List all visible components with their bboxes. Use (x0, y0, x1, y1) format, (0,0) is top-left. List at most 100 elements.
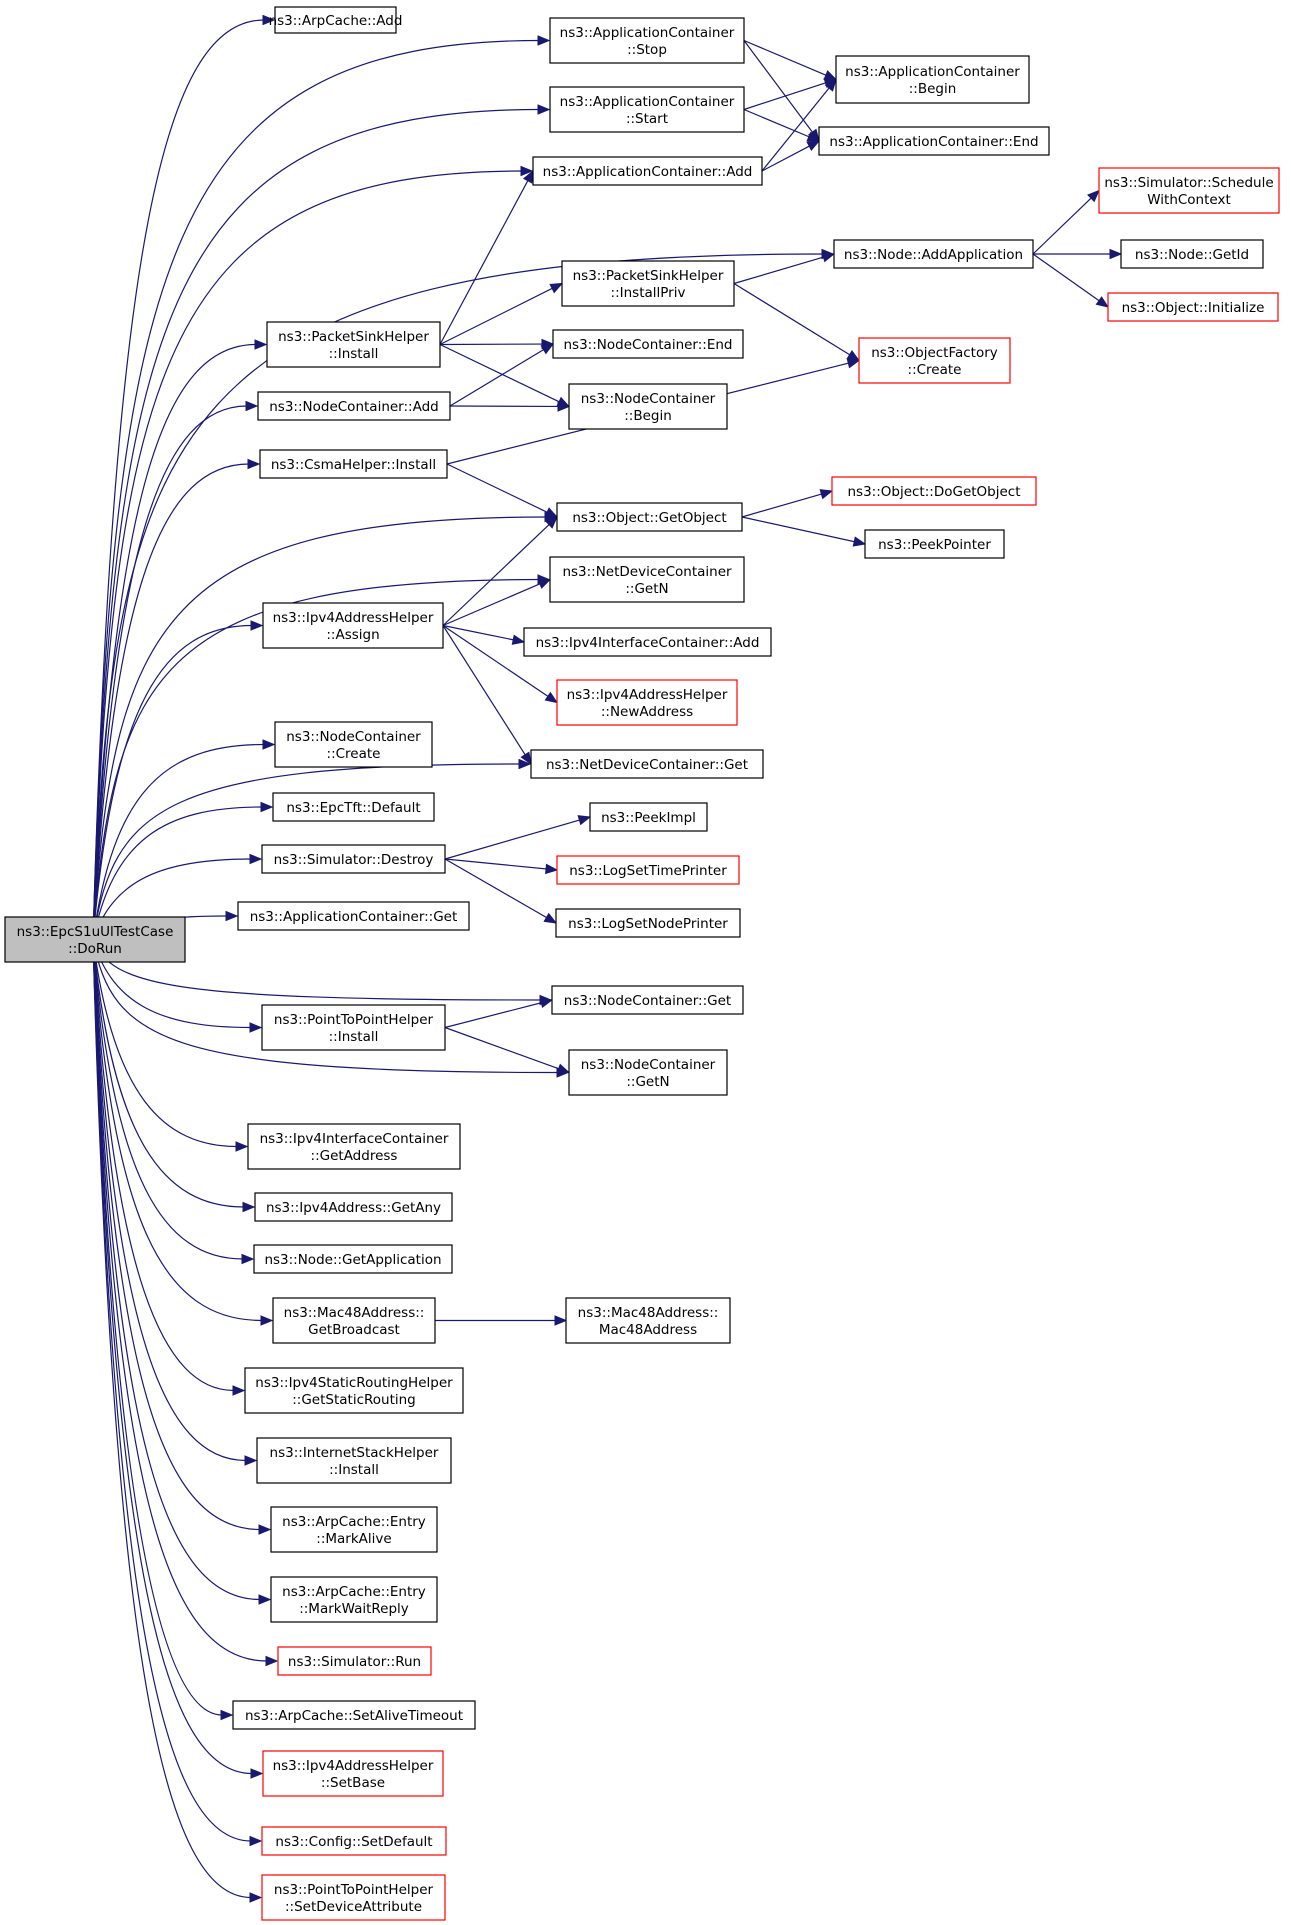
node-acStart[interactable]: ns3::ApplicationContainer::Start (549, 86, 745, 133)
node-label: ns3::Simulator::Schedule (1104, 175, 1273, 191)
node-ipv4GetAny[interactable]: ns3::Ipv4Address::GetAny (254, 1192, 453, 1222)
node-objDoGet[interactable]: ns3::Object::DoGetObject (831, 476, 1037, 506)
node-ncCreate[interactable]: ns3::NodeContainer::Create (274, 721, 433, 768)
node-nodeAddApp[interactable]: ns3::Node::AddApplication (833, 239, 1034, 269)
node-root[interactable]: ns3::EpcS1uUlTestCase::DoRun (4, 916, 186, 963)
node-logTime[interactable]: ns3::LogSetTimePrinter (556, 855, 740, 885)
node-label: ns3::Config::SetDefault (275, 1834, 432, 1850)
node-acGet[interactable]: ns3::ApplicationContainer::Get (237, 901, 470, 931)
node-label: ns3::Ipv4InterfaceContainer::Add (536, 635, 760, 651)
edge-root-to-arpSetAlive (92, 939, 234, 1721)
node-label: ns3::Simulator::Run (288, 1654, 421, 1670)
node-acBegin[interactable]: ns3::ApplicationContainer::Begin (835, 55, 1030, 104)
node-label: GetBroadcast (308, 1322, 400, 1338)
node-simDestroy[interactable]: ns3::Simulator::Destroy (261, 844, 446, 874)
node-label: ns3::PeekImpl (601, 810, 696, 826)
node-ncGetN[interactable]: ns3::NodeContainer::GetN (568, 1049, 728, 1096)
edge-macGetBcast-to-macCtor (435, 1315, 568, 1326)
edge-root-to-acStart (92, 104, 551, 941)
node-ipv4NewAddr[interactable]: ns3::Ipv4AddressHelper::NewAddress (556, 679, 738, 726)
node-label: ::SetBase (321, 1775, 385, 1791)
node-ncBegin[interactable]: ns3::NodeContainer::Begin (568, 383, 728, 430)
node-macCtor[interactable]: ns3::Mac48Address::Mac48Address (565, 1297, 731, 1344)
edge-root-to-ipv4GetAny (92, 939, 256, 1213)
node-label: ns3::PointToPointHelper (274, 1012, 434, 1028)
node-label: ns3::ApplicationContainer (845, 64, 1020, 80)
edge-acStart-to-acBegin (743, 78, 838, 111)
node-psInstall[interactable]: ns3::PacketSinkHelper::Install (266, 321, 441, 368)
node-label: ns3::ArpCache::SetAliveTimeout (245, 1708, 463, 1724)
edge-ipv4Assign-to-ndcGet (442, 625, 532, 766)
node-label: ns3::Node::GetId (1135, 247, 1249, 263)
edge-root-to-cfgSetDefault (92, 939, 263, 1847)
node-label: ns3::NodeContainer::Get (564, 993, 731, 1009)
nodes-layer: ns3::EpcS1uUlTestCase::DoRunns3::ArpCach… (4, 6, 1280, 1921)
node-nodeGetApp[interactable]: ns3::Node::GetApplication (253, 1244, 453, 1274)
node-epcTft[interactable]: ns3::EpcTft::Default (272, 792, 435, 822)
node-label: ns3::NodeContainer (581, 1057, 716, 1073)
node-label: ns3::ApplicationContainer::Add (543, 164, 753, 180)
node-ndcGetN[interactable]: ns3::NetDeviceContainer::GetN (549, 556, 745, 603)
node-ndcGet[interactable]: ns3::NetDeviceContainer::Get (530, 749, 764, 779)
node-ipv4SetBase[interactable]: ns3::Ipv4AddressHelper::SetBase (262, 1750, 444, 1797)
node-ipv4IcAdd[interactable]: ns3::Ipv4InterfaceContainer::Add (523, 627, 772, 657)
node-label: ns3::ApplicationContainer::Get (250, 909, 458, 925)
node-nodeGetId[interactable]: ns3::Node::GetId (1120, 239, 1264, 269)
node-cfgSetDefault[interactable]: ns3::Config::SetDefault (261, 1826, 447, 1856)
node-label: ::InstallPriv (611, 285, 686, 301)
node-arpAdd[interactable]: ns3::ArpCache::Add (269, 6, 403, 34)
node-label: ns3::NetDeviceContainer::Get (546, 757, 748, 773)
node-label: ::NewAddress (601, 704, 693, 720)
node-label: ns3::Ipv4Address::GetAny (266, 1200, 441, 1216)
node-csmaInstall[interactable]: ns3::CsmaHelper::Install (259, 449, 448, 479)
edge-ipv4Assign-to-ipv4IcAdd (442, 624, 526, 645)
node-arpMarkWait[interactable]: ns3::ArpCache::Entry::MarkWaitReply (270, 1576, 438, 1623)
edge-root-to-ipv4SetBase (92, 939, 264, 1779)
node-p2pSetDevAttr[interactable]: ns3::PointToPointHelper::SetDeviceAttrib… (261, 1874, 446, 1921)
node-label: ns3::Ipv4AddressHelper (567, 687, 728, 703)
edge-ipv4Assign-to-ndcGetN (442, 578, 552, 627)
edge-simDestroy-to-logTime (444, 858, 559, 875)
node-acEnd[interactable]: ns3::ApplicationContainer::End (818, 126, 1050, 156)
node-ncGet[interactable]: ns3::NodeContainer::Get (551, 985, 744, 1015)
node-ipv4Assign[interactable]: ns3::Ipv4AddressHelper::Assign (262, 602, 444, 649)
node-ipv4StaticRouting[interactable]: ns3::Ipv4StaticRoutingHelper::GetStaticR… (244, 1367, 464, 1414)
edge-root-to-ipv4StaticRouting (92, 939, 246, 1396)
node-label: ns3::EpcTft::Default (286, 800, 420, 816)
node-label: ns3::Object::GetObject (572, 510, 726, 526)
node-arpMarkAlive[interactable]: ns3::ArpCache::Entry::MarkAlive (270, 1506, 438, 1553)
node-label: ns3::LogSetTimePrinter (569, 863, 727, 879)
edge-psInstallPriv-to-nodeAddApp (733, 252, 836, 285)
node-objInit[interactable]: ns3::Object::Initialize (1107, 292, 1279, 322)
node-objGet[interactable]: ns3::Object::GetObject (556, 502, 743, 532)
node-arpSetAlive[interactable]: ns3::ArpCache::SetAliveTimeout (232, 1700, 476, 1730)
node-peekImpl[interactable]: ns3::PeekImpl (589, 802, 708, 832)
node-label: ns3::PeekPointer (878, 537, 991, 553)
edge-ncAdd-to-ncEnd (449, 343, 555, 407)
node-label: ns3::EpcS1uUlTestCase (17, 924, 174, 940)
node-ncEnd[interactable]: ns3::NodeContainer::End (552, 329, 744, 359)
edge-p2pInstall-to-ncGetN (444, 1026, 571, 1074)
node-logNode[interactable]: ns3::LogSetNodePrinter (555, 908, 741, 938)
node-ncAdd[interactable]: ns3::NodeContainer::Add (257, 391, 451, 421)
node-inetInstall[interactable]: ns3::InternetStackHelper::Install (256, 1437, 452, 1484)
node-acAdd[interactable]: ns3::ApplicationContainer::Add (532, 156, 763, 186)
node-simRun[interactable]: ns3::Simulator::Run (277, 1646, 432, 1676)
node-label: ns3::Mac48Address:: (578, 1305, 719, 1321)
edge-root-to-acStop (92, 35, 551, 941)
node-acStop[interactable]: ns3::ApplicationContainer::Stop (549, 17, 745, 64)
node-ipv4IcGetAddr[interactable]: ns3::Ipv4InterfaceContainer::GetAddress (247, 1123, 461, 1170)
node-psInstallPriv[interactable]: ns3::PacketSinkHelper::InstallPriv (561, 260, 735, 307)
node-objFactCreate[interactable]: ns3::ObjectFactory::Create (858, 337, 1011, 384)
node-p2pInstall[interactable]: ns3::PointToPointHelper::Install (261, 1004, 446, 1051)
node-label: ns3::Node::AddApplication (844, 247, 1023, 263)
node-macGetBcast[interactable]: ns3::Mac48Address::GetBroadcast (272, 1297, 436, 1344)
node-label: ::GetStaticRouting (292, 1392, 416, 1408)
edge-acStart-to-acEnd (743, 108, 821, 142)
node-peekPtr[interactable]: ns3::PeekPointer (864, 529, 1005, 559)
node-label: ::SetDeviceAttribute (285, 1899, 422, 1915)
node-label: ns3::NodeContainer (286, 729, 421, 745)
edge-simDestroy-to-peekImpl (444, 815, 592, 860)
edge-acAdd-to-acBegin (761, 78, 837, 172)
